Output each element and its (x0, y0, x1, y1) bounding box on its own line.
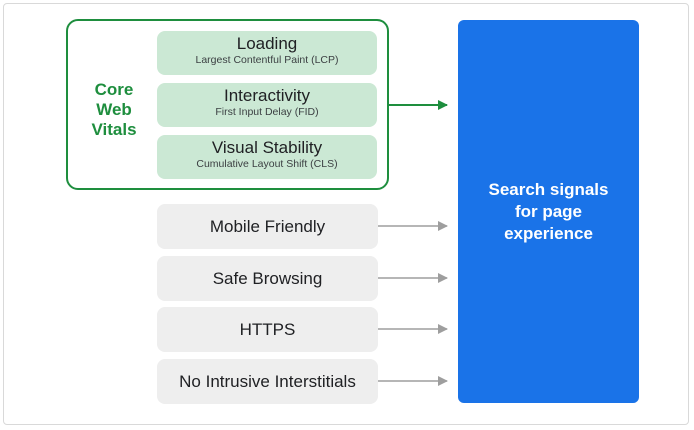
core-web-vitals-label: Core Web Vitals (72, 80, 156, 140)
metric-title: Interactivity (224, 86, 310, 105)
core-web-vitals-label-line: Web (96, 100, 132, 119)
metric-title: Visual Stability (211, 138, 323, 157)
signal-label: Safe Browsing (212, 268, 323, 288)
metric-loading: Loading Largest Contentful Paint (LCP) (157, 31, 377, 75)
metric-title: Loading (236, 34, 298, 53)
metric-interactivity: Interactivity First Input Delay (FID) (157, 83, 377, 127)
signal-https: HTTPS (157, 307, 378, 352)
metric-subtitle: Largest Contentful Paint (LCP) (195, 54, 339, 66)
search-signals-line: experience (504, 223, 593, 243)
search-signals-line: Search signals (488, 179, 609, 199)
metric-visual-stability: Visual Stability Cumulative Layout Shift… (157, 135, 377, 179)
signal-label: HTTPS (239, 319, 296, 339)
signal-label: Mobile Friendly (209, 216, 326, 236)
signal-mobile-friendly: Mobile Friendly (157, 204, 378, 249)
core-web-vitals-group (66, 19, 389, 190)
search-signals-box: Search signals for page experience (458, 20, 639, 403)
signal-no-intrusive-interstitials: No Intrusive Interstitials (157, 359, 378, 404)
search-signals-line: for page (514, 201, 583, 221)
signal-label: No Intrusive Interstitials (179, 371, 356, 391)
core-web-vitals-label-line: Core (94, 80, 134, 99)
metric-subtitle: First Input Delay (FID) (215, 106, 319, 118)
signal-safe-browsing: Safe Browsing (157, 256, 378, 301)
metric-subtitle: Cumulative Layout Shift (CLS) (196, 158, 338, 170)
core-web-vitals-label-line: Vitals (91, 120, 137, 139)
